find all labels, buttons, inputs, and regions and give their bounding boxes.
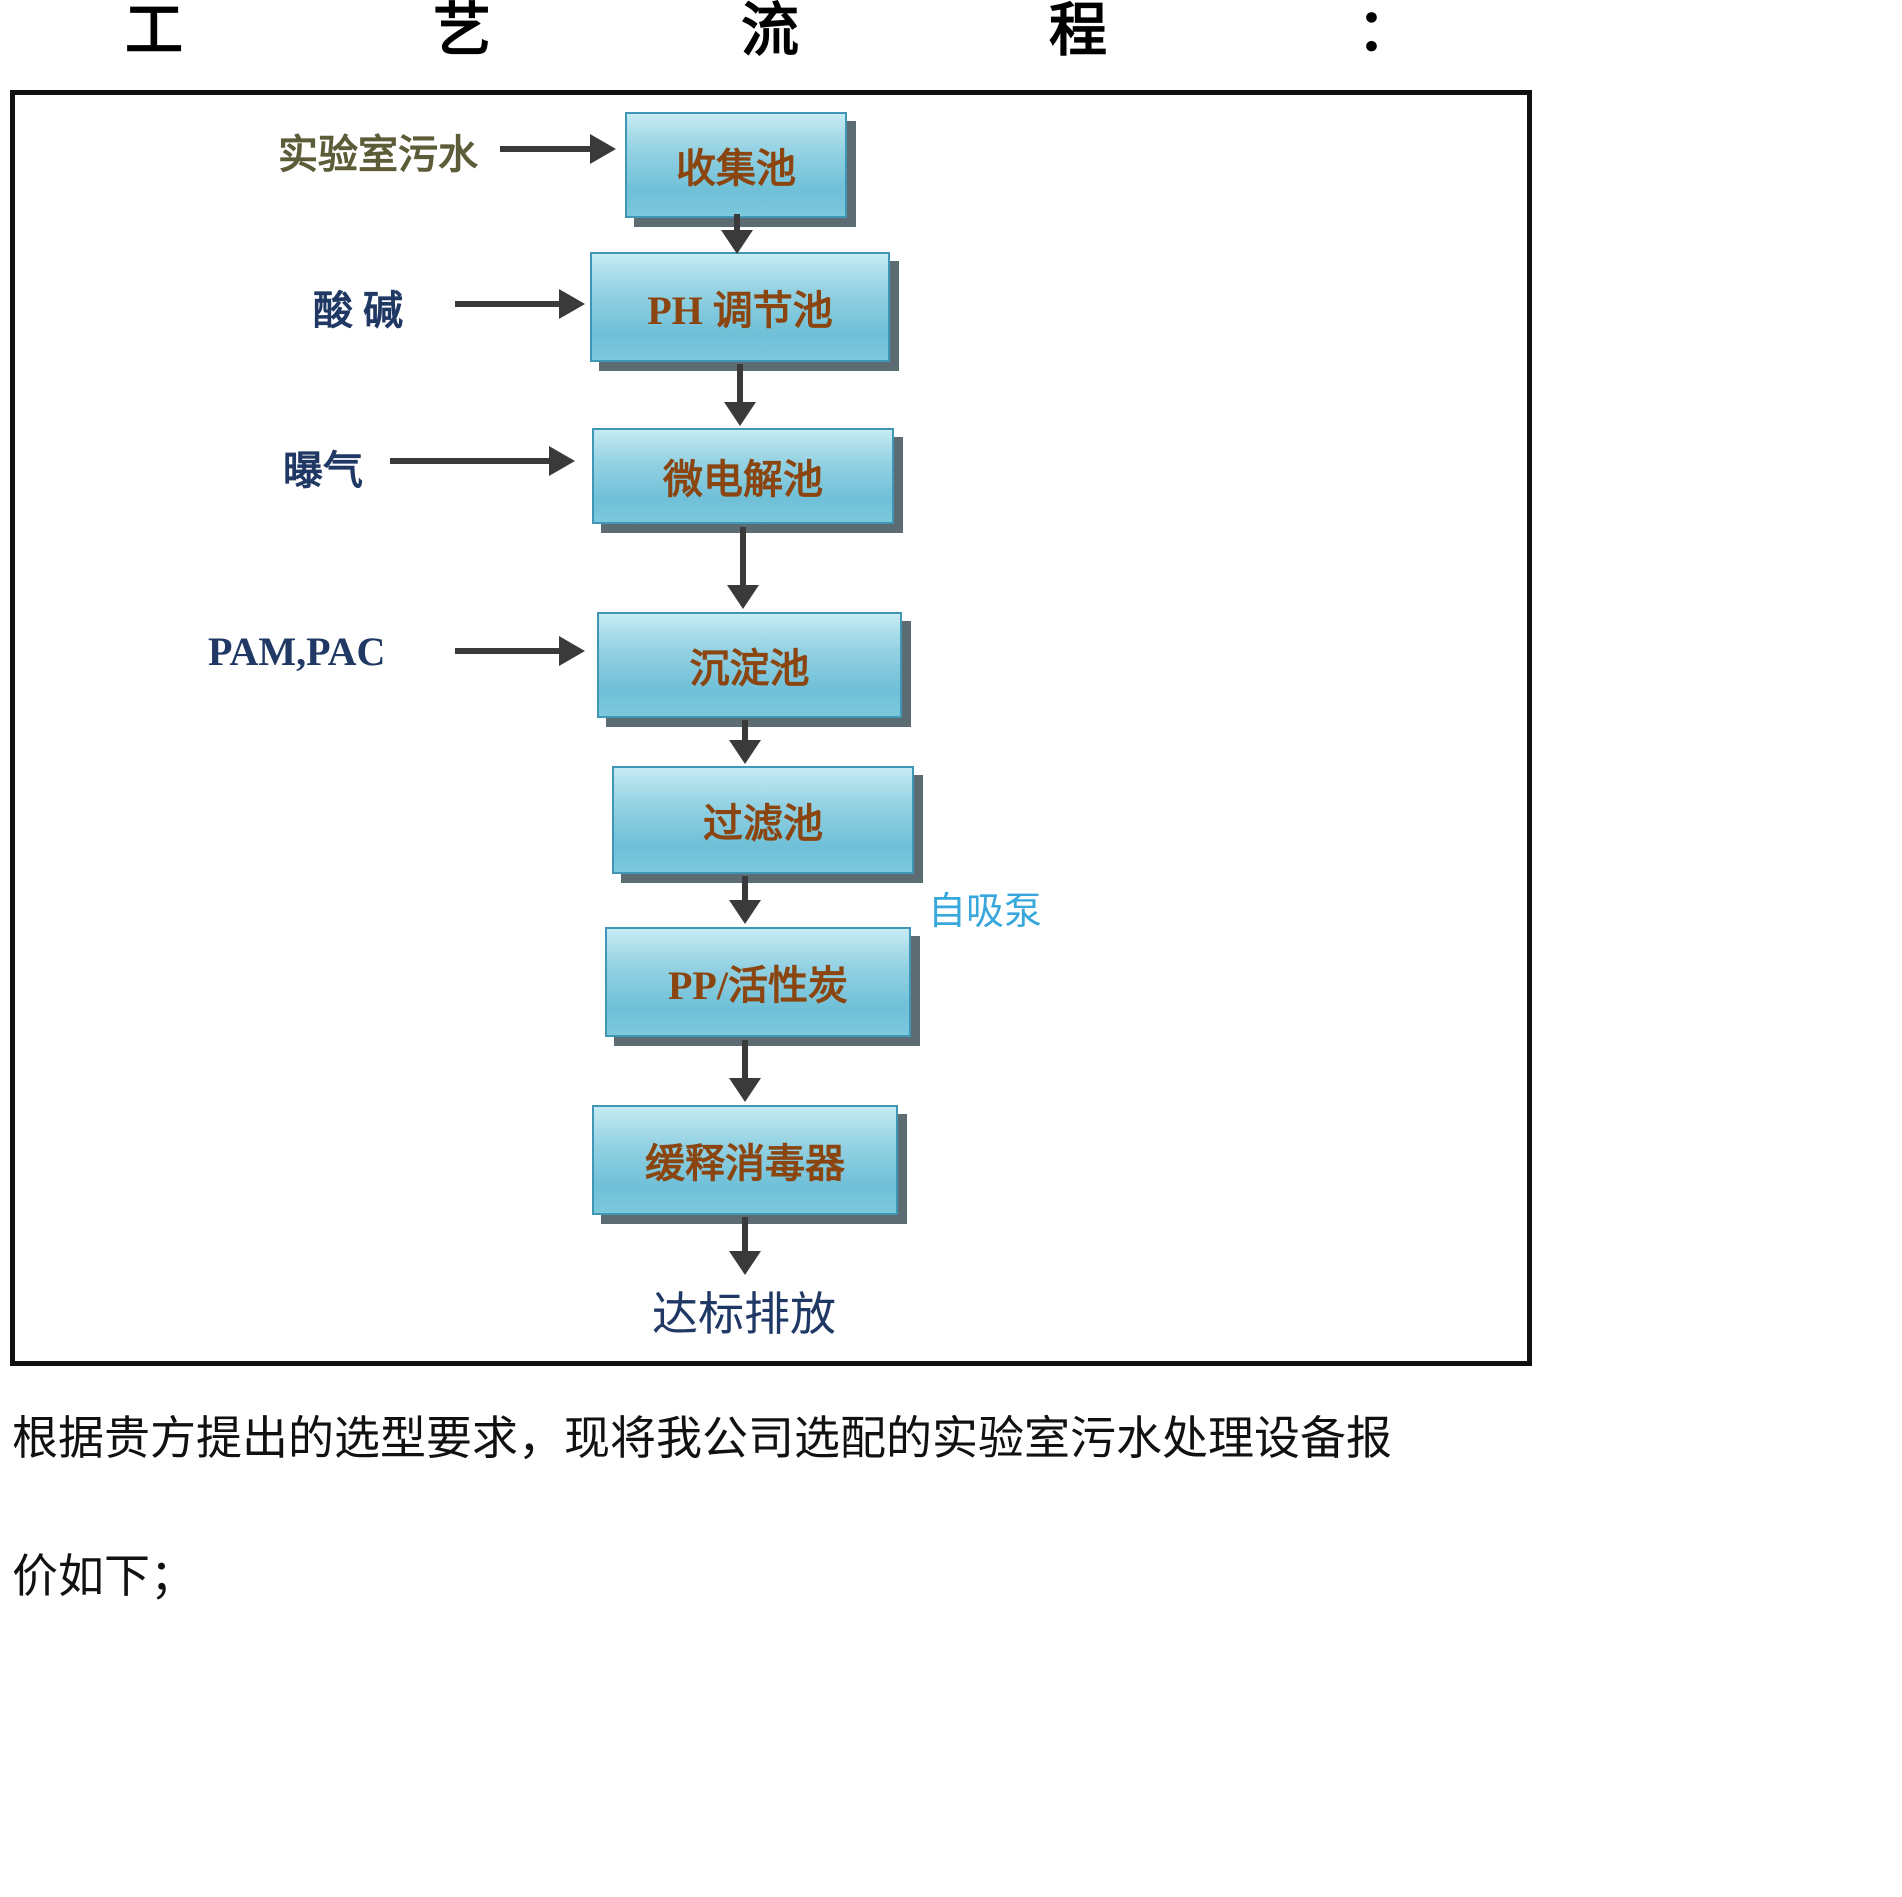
node-sedimentation-pool: 沉淀池 — [597, 612, 902, 718]
pump-label: 自吸泵 — [928, 891, 1043, 933]
title-char-3: 流 — [740, 0, 799, 63]
output-label-discharge: 达标排放 — [652, 1289, 836, 1340]
arrow-shaft — [740, 527, 746, 587]
input-label-aeration: 曝气 — [283, 448, 363, 493]
node-ph-adjustment-pool: PH 调节池 — [590, 252, 890, 362]
arrow-shaft — [390, 458, 553, 464]
arrow-shaft — [455, 648, 563, 654]
arrow-input-aeration — [390, 445, 575, 477]
input-label-acid-alkali: 酸 碱 — [313, 288, 403, 333]
node-micro-electrolysis-pool: 微电解池 — [592, 428, 894, 524]
node-pp-activated-carbon: PP/活性炭 — [605, 927, 911, 1037]
arrow-shaft — [737, 364, 743, 404]
arrow-input-pam-pac — [455, 635, 585, 667]
node-label-collection-pool: 收集池 — [676, 146, 796, 191]
arrow-shaft — [742, 720, 748, 742]
arrow-shaft — [500, 146, 594, 152]
node-label-micro-electrolysis-pool: 微电解池 — [663, 457, 823, 502]
arrow-down-carbon-to-disinfector — [726, 1040, 764, 1102]
arrow-head — [559, 289, 585, 319]
arrow-shaft — [742, 876, 748, 902]
node-label-pp-activated-carbon: PP/活性炭 — [668, 963, 848, 1008]
arrow-input-lab-wastewater — [500, 133, 616, 165]
arrow-shaft — [455, 301, 563, 307]
arrow-down-collection-to-ph — [718, 214, 756, 254]
arrow-shaft — [742, 1040, 748, 1080]
diagram-frame — [10, 90, 1532, 1366]
arrow-head — [729, 900, 761, 924]
arrow-head — [724, 402, 756, 426]
arrow-head — [590, 134, 616, 164]
page-title: 工 艺 流 程 ： — [125, 2, 1415, 60]
title-colon: ： — [1356, 0, 1415, 63]
arrow-head — [721, 230, 753, 254]
footer-text-line2: 价如下； — [12, 1551, 196, 1602]
arrow-head — [729, 1078, 761, 1102]
arrow-head — [559, 636, 585, 666]
title-char-4: 程 — [1048, 0, 1107, 63]
arrow-down-sedimentation-to-filtration — [726, 720, 764, 764]
arrow-shaft — [742, 1217, 748, 1253]
node-label-filtration-pool: 过滤池 — [703, 801, 823, 846]
node-filtration-pool: 过滤池 — [612, 766, 914, 874]
title-char-2: 艺 — [432, 0, 491, 63]
footer-text-line1: 根据贵方提出的选型要求，现将我公司选配的实验室污水处理设备报 — [12, 1413, 1392, 1464]
arrow-head — [727, 585, 759, 609]
node-slow-release-disinfector: 缓释消毒器 — [592, 1105, 898, 1215]
arrow-shaft — [734, 214, 740, 232]
node-label-ph-adjustment-pool: PH 调节池 — [647, 288, 833, 333]
node-label-sedimentation-pool: 沉淀池 — [689, 646, 810, 691]
arrow-head — [729, 1251, 761, 1275]
arrow-down-electrolysis-to-sedimentation — [724, 527, 762, 609]
arrow-down-disinfector-to-discharge — [726, 1217, 764, 1275]
arrow-head — [549, 446, 575, 476]
input-label-pam-pac: PAM,PAC — [208, 629, 386, 674]
node-label-slow-release-disinfector: 缓释消毒器 — [645, 1141, 845, 1186]
arrow-down-ph-to-electrolysis — [721, 364, 759, 426]
title-char-1: 工 — [125, 0, 184, 63]
arrow-down-filtration-to-carbon — [726, 876, 764, 924]
arrow-input-acid-alkali — [455, 288, 585, 320]
node-collection-pool: 收集池 — [625, 112, 847, 218]
arrow-head — [729, 740, 761, 764]
input-label-lab-wastewater: 实验室污水 — [278, 132, 478, 177]
